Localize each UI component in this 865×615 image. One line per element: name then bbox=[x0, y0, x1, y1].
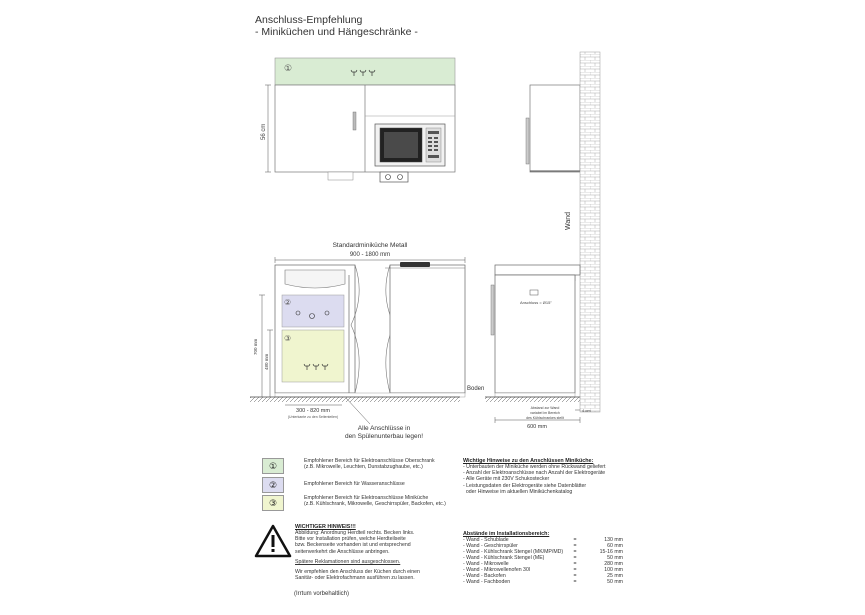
warning-line: seitenverkehrt die Anschlüsse anbringen. bbox=[295, 548, 390, 555]
legend-zone-3-line2: (z.B. Kühlschrank, Mikrowelle, Geschirrs… bbox=[304, 501, 446, 508]
legend-zone-1-line2: (z.B. Mikrowelle, Leuchten, Dunstabzugha… bbox=[304, 464, 423, 471]
warning-icon bbox=[254, 524, 292, 558]
legend-zone-2-line1: Empfohlener Bereich für Wasseranschlüsse bbox=[304, 481, 405, 487]
mini-kitchen-front-view: Standardminiküche Metall 900 - 1800 mm ②… bbox=[250, 242, 484, 440]
all-connections-note-line1: Alle Anschlüsse in bbox=[358, 425, 411, 432]
zone-3-number: ③ bbox=[284, 334, 291, 343]
warning-recommend-1: Wir empfehlen den Anschluss der Küchen d… bbox=[295, 569, 420, 576]
warning-line: Bitte vor Installation prüfen, welche He… bbox=[295, 536, 406, 543]
title-line-2: - Miniküchen und Hängeschränke - bbox=[255, 26, 418, 38]
hints-title: Wichtige Hinweise zu den Anschlüssen Min… bbox=[463, 458, 594, 464]
door-handle bbox=[352, 111, 357, 131]
warning-box: WICHTIGER HINWEIS!!! Abbildung: Anordnun… bbox=[295, 524, 455, 581]
dimension-700: 700 mm bbox=[253, 338, 258, 355]
dimension-600: 600 mm bbox=[527, 424, 547, 430]
distance-row: - Wand - Schublade=130 mm bbox=[463, 537, 623, 543]
standard-kitchen-title: Standardminiküche Metall bbox=[333, 242, 408, 249]
wall-label: Wand bbox=[565, 212, 572, 230]
warning-line: bzw. Beckenseite vorhanden ist und entsp… bbox=[295, 542, 411, 549]
hints-item: - Leistungsdaten der Elektrogeräte siehe… bbox=[463, 482, 587, 489]
sink-basin bbox=[284, 269, 346, 289]
distance-row: - Wand - Geschirrspüler=60 mm bbox=[463, 543, 623, 549]
legend-item-zone-1: ① Empfohlener Bereich für Elektroanschlü… bbox=[262, 458, 435, 474]
brick-wall bbox=[579, 51, 601, 413]
hints-item: oder Hinweise im aktuellen Miniküchenkat… bbox=[463, 488, 573, 495]
distance-row: - Wand - Backofen=25 mm bbox=[463, 573, 623, 579]
zone-2-number: ② bbox=[284, 298, 291, 307]
hints-item: - Anzahl der Elektroanschlüsse nach Anza… bbox=[463, 470, 606, 477]
legend-zone-3-swatch: ③ bbox=[262, 495, 284, 511]
connection-label: Anschluss = Ø15" bbox=[520, 300, 552, 305]
distances-title: Abstände im Installationsbereich: bbox=[463, 531, 550, 537]
floor-label: Boden bbox=[467, 386, 484, 392]
title-line-1: Anschluss-Empfehlung bbox=[255, 14, 363, 26]
all-connections-note-line2: den Spülenunterbau legen! bbox=[345, 433, 423, 440]
hints-item: - Alle Geräte mit 230V Schukostecker bbox=[463, 476, 550, 483]
upper-cabinet-front-view: ① bbox=[261, 57, 456, 183]
wall-note-line3: des Kühlschrankes stellt bbox=[526, 416, 564, 420]
legend-zone-2-swatch: ② bbox=[262, 477, 284, 493]
hints-box: Wichtige Hinweise zu den Anschlüssen Min… bbox=[463, 458, 633, 495]
wall-note-line2: variabel im Bereich bbox=[530, 411, 560, 415]
range-300-820-sub: (Unterkante zu den Seitenteilen) bbox=[288, 415, 338, 419]
socket-symbols-zone3 bbox=[303, 363, 329, 370]
standard-kitchen-range: 900 - 1800 mm bbox=[350, 252, 390, 258]
dimension-480: 480 mm bbox=[264, 353, 269, 370]
legend-zone-1-swatch: ① bbox=[262, 458, 284, 474]
microwave bbox=[374, 123, 446, 167]
distance-row: - Wand - Kühlschrank Stengel (ME)=50 mm bbox=[463, 555, 623, 561]
hob bbox=[400, 262, 430, 267]
wall-note-line1: Abstand zur Wand bbox=[531, 406, 560, 410]
legend-item-zone-2: ② Empfohlener Bereich für Wasseranschlüs… bbox=[262, 477, 405, 493]
legend-zone-1-line1: Empfohlener Bereich für Elektroanschlüss… bbox=[304, 458, 435, 464]
installation-diagram: ① bbox=[250, 51, 601, 440]
distance-row: - Wand - Mikrowelle=280 mm bbox=[463, 561, 623, 567]
page-title: Anschluss-Empfehlung - Miniküchen und Hä… bbox=[255, 14, 418, 38]
zone-1-number: ① bbox=[284, 63, 292, 73]
zone-2-area bbox=[281, 294, 345, 328]
disclaimer: (Irrtum vorbehaltlich) bbox=[294, 591, 350, 597]
zone-3-area bbox=[281, 329, 345, 383]
mini-kitchen-side-view: Anschluss = Ø15" 4 cm Abstand zur Wand v… bbox=[485, 264, 591, 430]
range-300-820: 300 - 820 mm bbox=[296, 408, 330, 414]
warning-recommend-2: Sanitär- oder Elektrofachmann ausführen … bbox=[295, 575, 415, 582]
legend-item-zone-3: ③ Empfohlener Bereich für Elektroanschlü… bbox=[262, 495, 446, 511]
distance-row: - Wand - Fachboden=50 mm bbox=[463, 579, 623, 585]
hints-item: - Unterbauten der Miniküche werden ohne … bbox=[463, 464, 606, 470]
socket-symbols-zone1 bbox=[350, 69, 376, 76]
dimension-4cm: 4 cm bbox=[582, 408, 591, 413]
distance-row: - Wand - Kühlschrank Stengel (MK/MP/MD)=… bbox=[463, 549, 623, 555]
double-socket bbox=[379, 171, 409, 183]
legend-zone-3-line1: Empfohlener Bereich für Elektroanschlüss… bbox=[304, 495, 429, 501]
floor-left bbox=[250, 397, 460, 402]
upper-cabinet-side-view bbox=[525, 84, 581, 173]
distances-box: Abstände im Installationsbereich: - Wand… bbox=[463, 531, 633, 585]
warning-title: WICHTIGER HINWEIS!!! bbox=[295, 524, 356, 530]
height-dimension: 56 cm bbox=[261, 124, 267, 140]
warning-line: Abbildung: Anordnung Herdteil rechts. Be… bbox=[295, 530, 415, 536]
distance-row: - Wand - Mikrowellenofen 30l=100 mm bbox=[463, 567, 623, 573]
warning-complaints: Spätere Reklamationen sind ausgeschlosse… bbox=[295, 558, 401, 565]
